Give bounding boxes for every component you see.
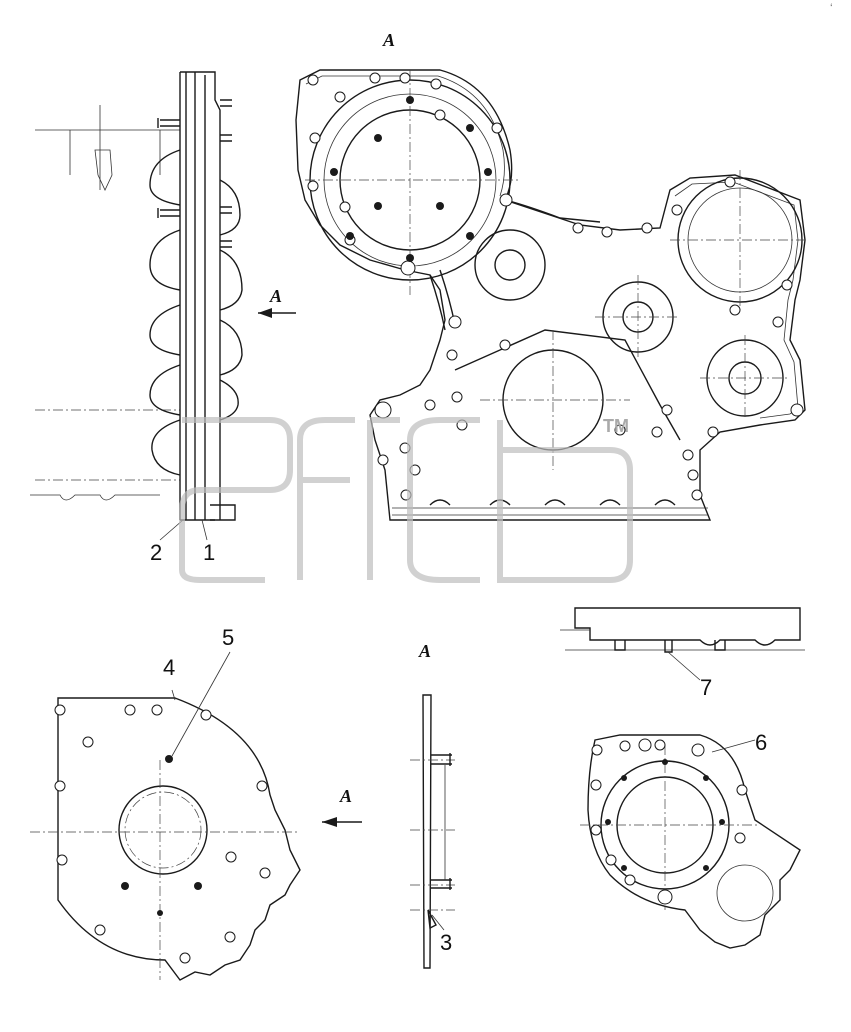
plate-holes [54,704,271,964]
front-view-A: A [295,30,806,521]
gasket-detail: 6 [580,730,801,949]
gasket-holes [590,738,748,905]
side-section-view: 1 2 A [30,71,296,565]
callout-3: 3 [440,930,452,955]
callout-2: 2 [150,540,162,565]
watermark-logo: TM [179,416,633,583]
callout-6: 6 [755,730,767,755]
callout-5: 5 [222,625,234,650]
view-label-bottom: A [418,641,431,661]
view-label-top: A [382,30,395,50]
bolt-holes [307,72,804,501]
callout-7: 7 [700,675,712,700]
view-arrow-label-bottom: A [339,786,352,806]
corner-mark: ‘ [830,1,833,15]
gasket-side-detail: 7 [560,607,805,700]
studs [157,99,232,248]
cover-plate-detail: 4 5 A [30,625,362,981]
plate-side-detail: A 3 [410,641,455,969]
watermark-tm: TM [603,416,629,436]
callout-1: 1 [203,540,215,565]
callout-4: 4 [163,655,175,680]
view-arrow-label-left: A [269,286,282,306]
